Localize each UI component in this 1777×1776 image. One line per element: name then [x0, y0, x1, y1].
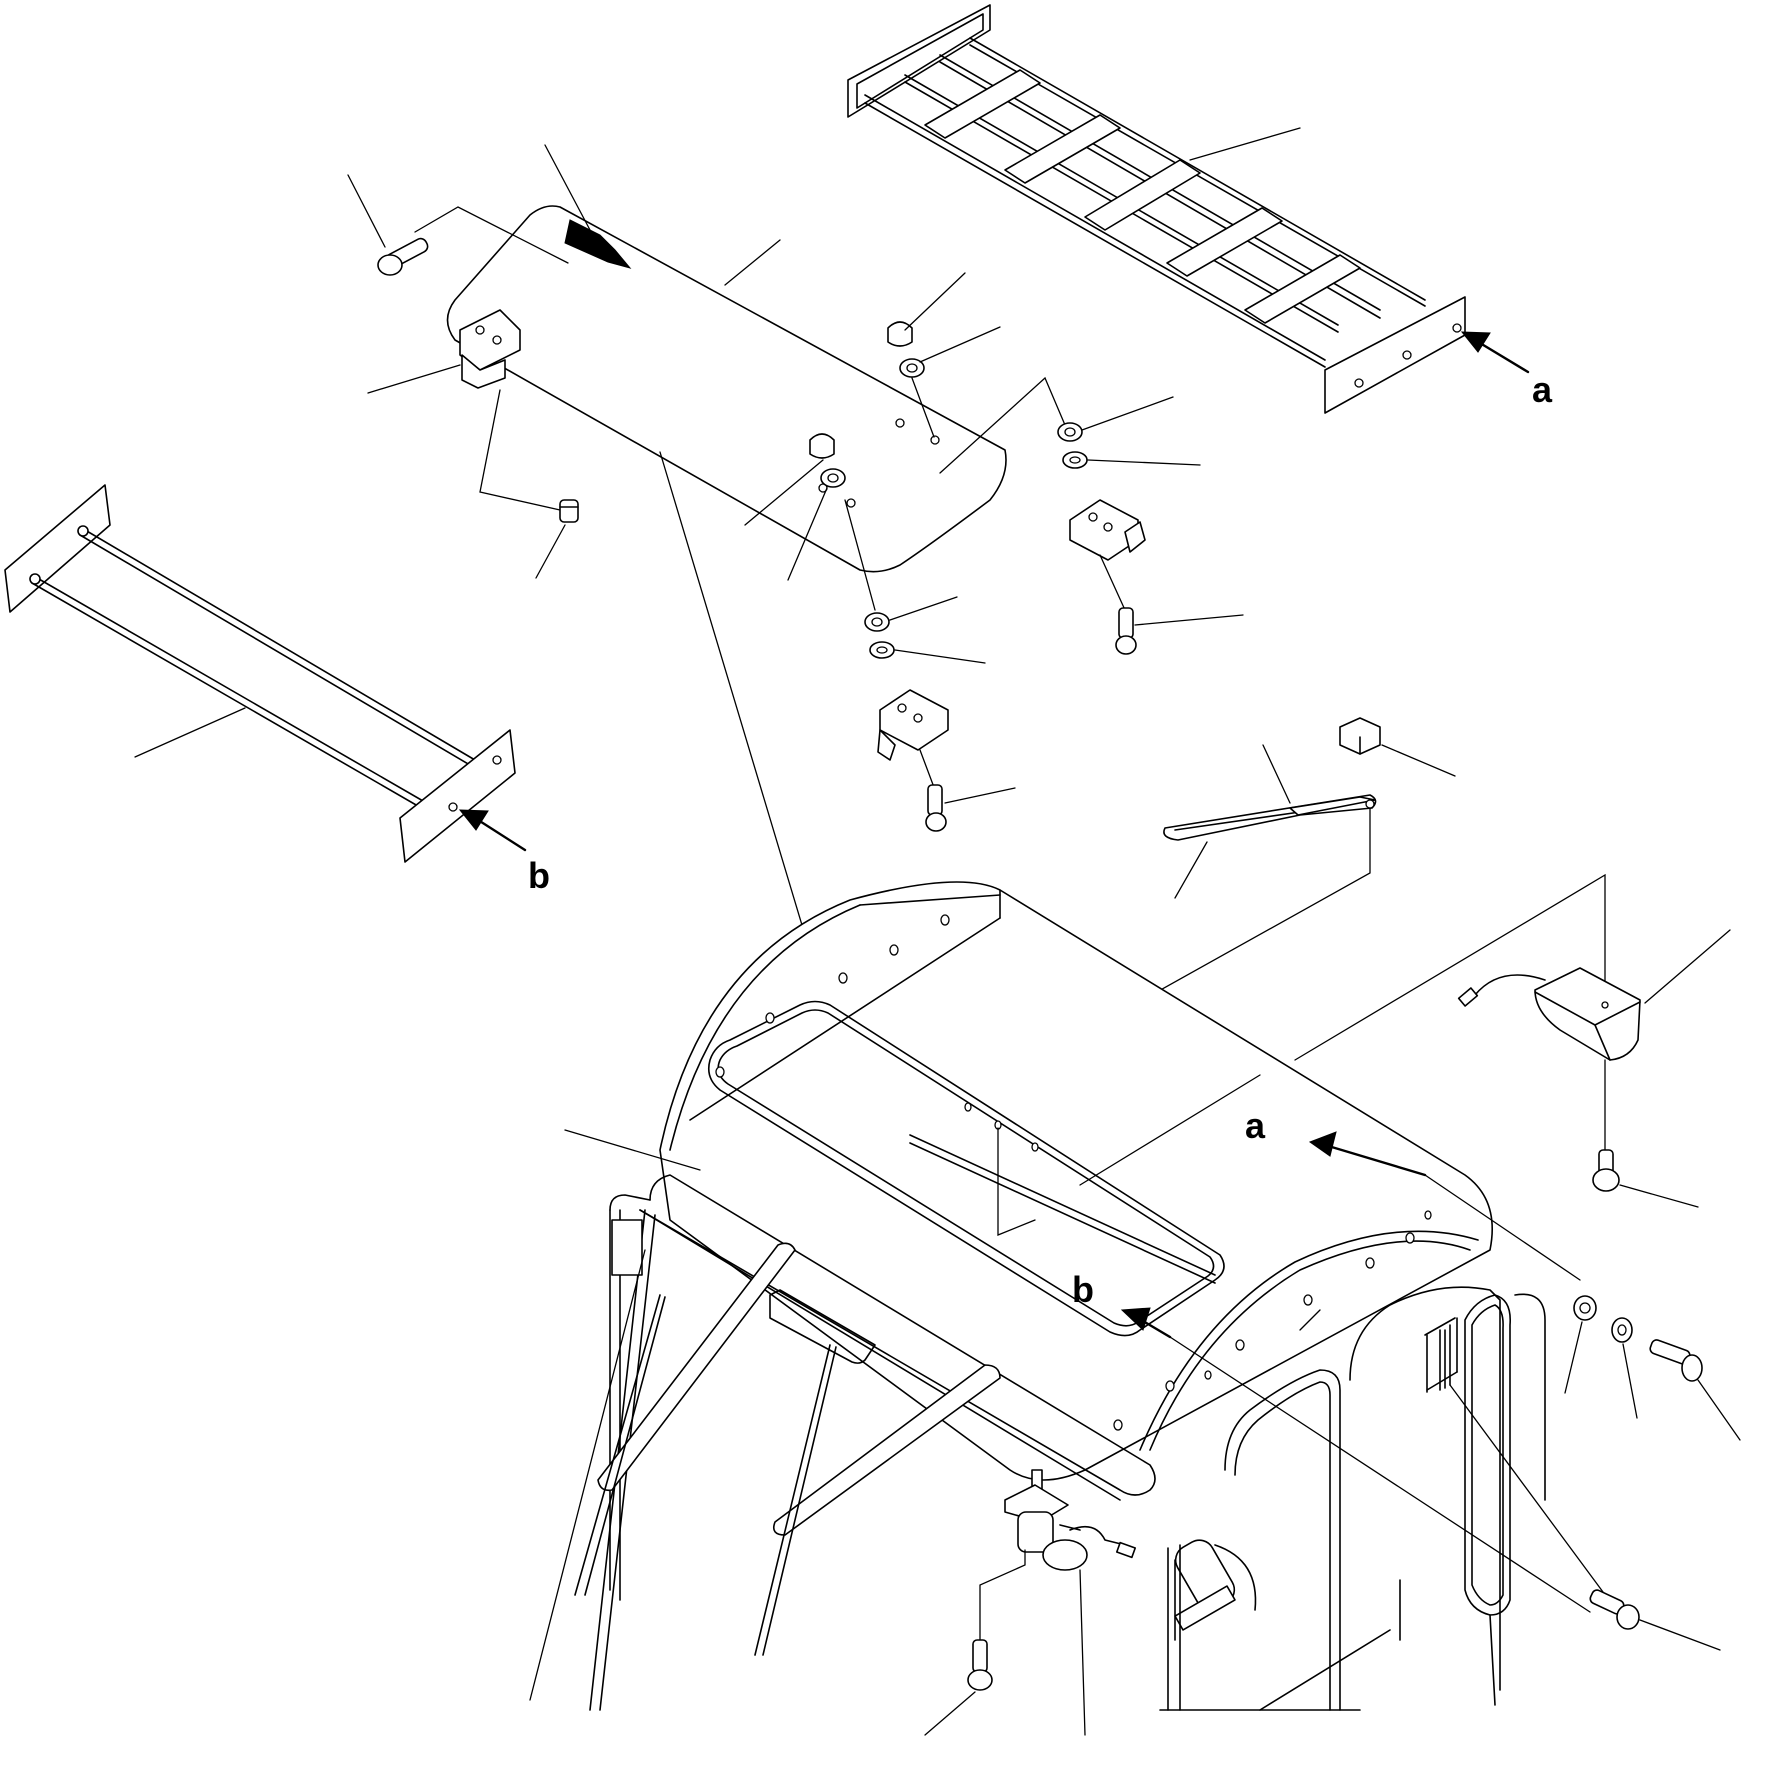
washer-icon [869, 641, 895, 659]
leader-line [1081, 396, 1174, 431]
leader-line [1099, 554, 1126, 611]
leader-line [744, 459, 824, 526]
leader-line [564, 1129, 701, 1171]
bolt-icon [1592, 1149, 1620, 1192]
bolt-icon [1649, 1339, 1703, 1382]
leader-line [1639, 1619, 1721, 1651]
bolt-icon [1589, 1589, 1640, 1630]
washer-icon [1062, 451, 1088, 469]
leader-line [1262, 744, 1291, 804]
leader-line [904, 272, 966, 331]
washer-icon [1611, 1317, 1633, 1343]
leader-line [479, 389, 561, 511]
reference-label-a-lower: a [1245, 1105, 1266, 1146]
bolt-icon [1115, 607, 1137, 655]
leader-line [1299, 1309, 1321, 1331]
leader-line [1381, 744, 1456, 777]
leader-line [134, 707, 246, 758]
leader-line [1079, 1569, 1086, 1736]
washer-icon [1573, 1295, 1597, 1321]
leader-line [724, 239, 781, 286]
arrow-icon [1460, 331, 1530, 374]
bolt-icon [377, 237, 429, 276]
bolt-icon [925, 784, 947, 832]
reference-label-b: b [528, 855, 550, 896]
leader-line [919, 326, 1001, 363]
leader-line [894, 649, 986, 664]
leader-line [787, 487, 828, 581]
arrow-icon [1120, 1307, 1591, 1613]
washer-icon [820, 468, 846, 488]
leader-line [1134, 614, 1244, 626]
motor-assembly [1004, 1469, 1137, 1571]
cap-icon [809, 433, 835, 459]
leader-line [1189, 127, 1301, 161]
leader-line [844, 499, 876, 611]
leader-line [979, 1549, 1026, 1641]
leader-line [889, 596, 958, 621]
leader-line [1622, 1343, 1638, 1419]
cap-icon [887, 321, 913, 347]
leader-line [544, 144, 591, 231]
leader-line [1174, 841, 1208, 899]
leader-line [1644, 929, 1731, 1004]
arrow-icon [458, 809, 527, 852]
leader-line [911, 377, 935, 438]
bolt-icon [967, 1639, 993, 1691]
leader-line [1449, 1384, 1621, 1616]
nut-icon [1339, 717, 1381, 755]
wiper-icon [1163, 794, 1377, 841]
leader-line [1697, 1379, 1741, 1441]
roof-panel [446, 205, 1007, 573]
leader-line [944, 787, 1016, 804]
leader-line [529, 1249, 646, 1701]
leader-line [919, 749, 936, 791]
cab-body [574, 881, 1546, 1711]
lamp-icon [1457, 967, 1641, 1061]
leader-line [1564, 1321, 1583, 1394]
leader-line [939, 376, 1066, 474]
reference-label-b-lower: b [1072, 1269, 1094, 1310]
bolt-icon [559, 499, 579, 523]
washer-icon [864, 612, 890, 632]
leader-line [1294, 873, 1606, 1061]
leader-line [997, 1127, 1036, 1236]
rail-guard-top [847, 4, 1466, 414]
washer-icon [899, 358, 925, 378]
leader-line [1087, 459, 1201, 466]
leader-line [535, 524, 566, 579]
washer-icon [1057, 422, 1083, 442]
leader-line [347, 174, 386, 248]
leader-line [1619, 1184, 1699, 1208]
leader-line [414, 206, 569, 264]
bracket-icon [1069, 499, 1146, 561]
leader-line [1079, 1074, 1261, 1186]
leader-line [924, 1691, 976, 1736]
leader-line [367, 364, 461, 394]
rail-guard-left [4, 484, 516, 863]
bracket-icon [459, 309, 521, 389]
bracket-icon [877, 689, 949, 761]
reference-label-a: a [1532, 369, 1553, 410]
arrow-icon [1308, 1131, 1581, 1281]
